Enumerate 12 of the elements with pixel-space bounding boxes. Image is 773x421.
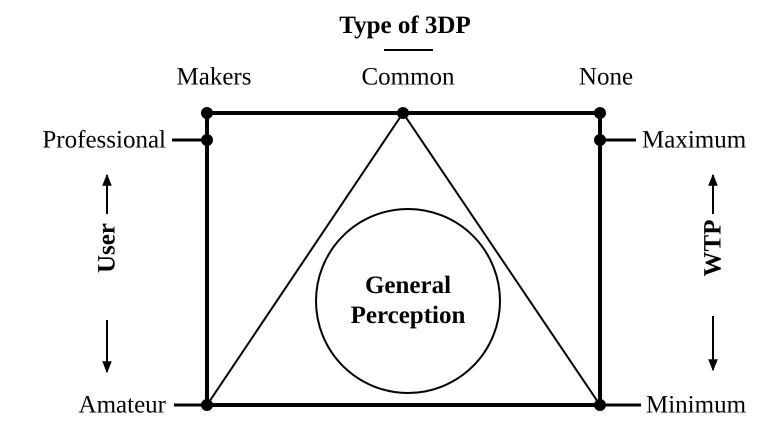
point-label: Amateur <box>78 392 166 418</box>
point-label: Professional <box>42 128 166 152</box>
perception-circle <box>315 208 501 394</box>
axis-label: WTP <box>700 220 726 276</box>
diagram-title: Type of 3DP <box>338 12 472 40</box>
point-label: Minimum <box>646 392 746 418</box>
axis-label: User <box>94 223 120 273</box>
point-label: None <box>578 64 634 90</box>
point-label: Makers <box>176 64 252 90</box>
point-label: Maximum <box>642 128 746 152</box>
point-label: Common <box>361 64 455 90</box>
circle-label: General Perception <box>350 271 466 331</box>
